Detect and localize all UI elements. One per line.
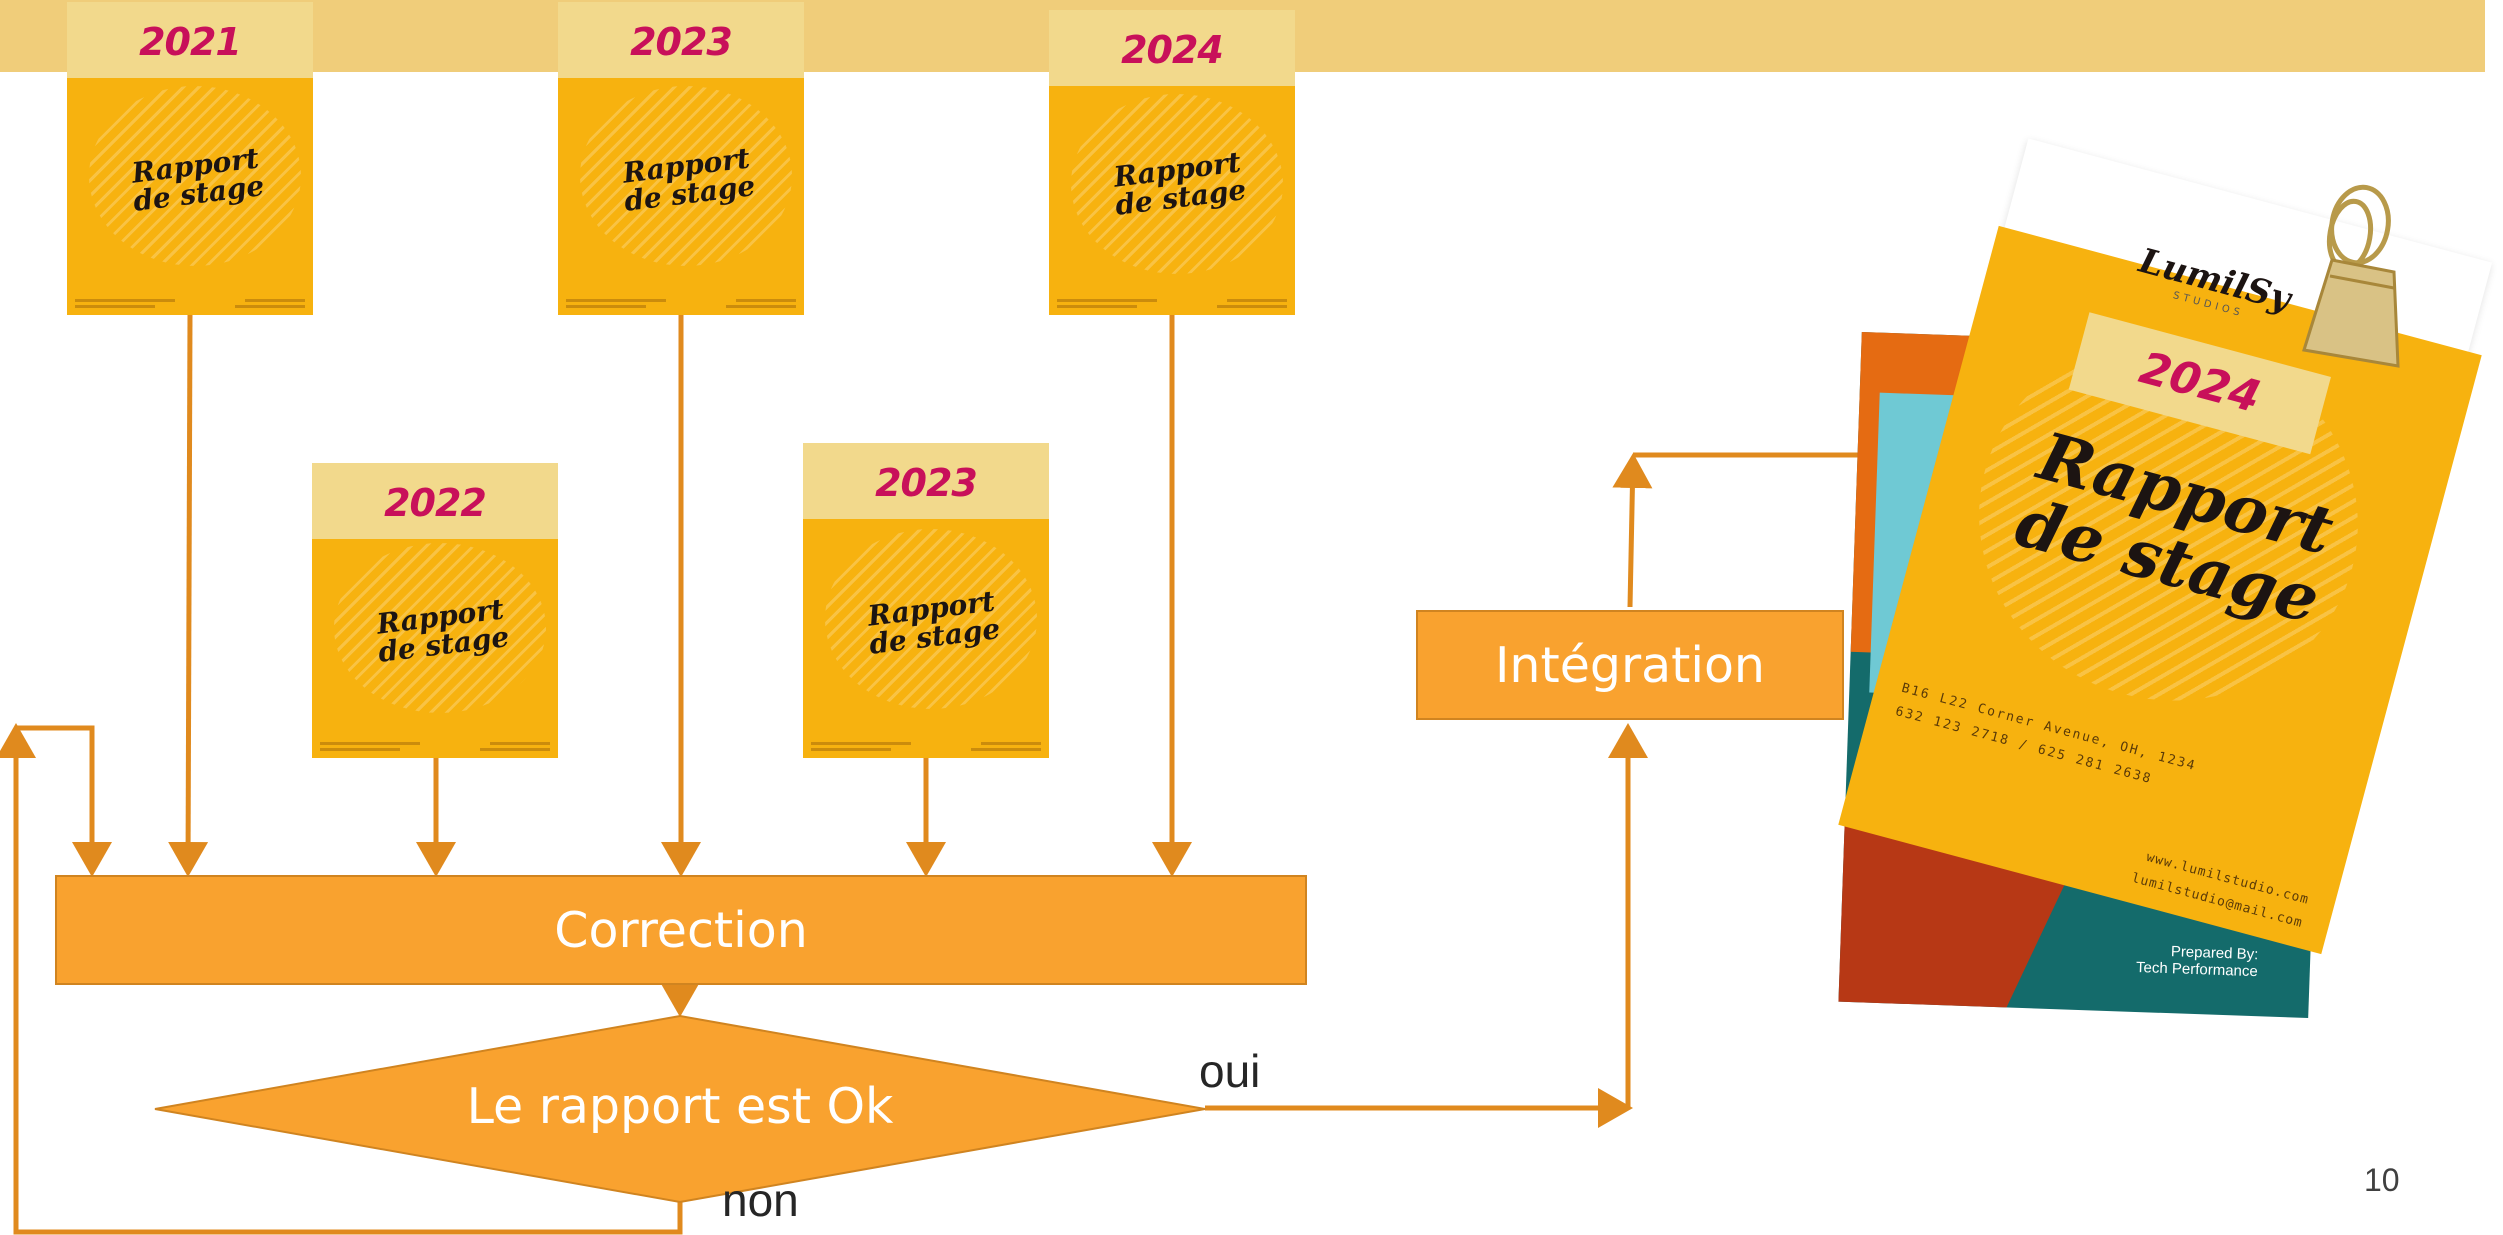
arrow-non-loop xyxy=(0,723,683,1235)
report-year-band xyxy=(1049,10,1295,86)
report-circle-pattern xyxy=(89,86,301,266)
report-thumbnail-2022: 2022 Rapport de stage xyxy=(312,463,558,758)
decision-label: Le rapport est Ok xyxy=(466,1078,894,1135)
report-year-band xyxy=(312,463,558,539)
integration-box: Intégration xyxy=(1416,610,1844,720)
arrow-report-2021 xyxy=(168,313,209,877)
report-footer-lines xyxy=(1057,297,1287,311)
prepared-by: Prepared By: Tech Performance xyxy=(2136,942,2259,980)
correction-box: Correction xyxy=(55,875,1307,985)
binder-clip-icon xyxy=(2302,184,2400,368)
report-year-band xyxy=(558,2,804,78)
integration-label: Intégration xyxy=(1494,636,1765,694)
report-thumbnail-2024: 2024 Rapport de stage xyxy=(1049,10,1295,315)
report-thumbnail-2021: 2021 Rapport de stage xyxy=(67,2,313,315)
arrow-integration-up xyxy=(1612,453,1653,608)
final-report-mockup: Prepared By: Tech Performance 2024 Rappo… xyxy=(1810,138,2493,1040)
report-circle-pattern xyxy=(1071,94,1283,274)
page-number: 10 xyxy=(2364,1162,2400,1198)
yes-label: oui xyxy=(1199,1045,1261,1097)
report-year-band xyxy=(67,2,313,78)
report-year: 2024 xyxy=(1121,28,1224,72)
decision-diamond xyxy=(154,1014,1206,1204)
report-thumbnail-2023-b: 2023 Rapport de stage xyxy=(803,443,1049,758)
no-label: non xyxy=(722,1174,799,1226)
report-year: 2023 xyxy=(875,461,978,505)
arrow-loop-to-correction xyxy=(16,725,112,877)
report-footer-lines xyxy=(320,740,550,754)
report-footer-lines xyxy=(75,297,305,311)
report-footer-lines xyxy=(566,297,796,311)
report-circle-pattern xyxy=(334,543,546,713)
report-circle-pattern xyxy=(825,529,1037,709)
report-circle-pattern xyxy=(580,86,792,266)
correction-label: Correction xyxy=(554,901,808,959)
prepared-name: Tech Performance xyxy=(2135,958,2259,981)
report-thumbnail-2023-a: 2023 Rapport de stage xyxy=(558,2,804,315)
report-year: 2022 xyxy=(384,481,487,525)
report-year-band xyxy=(803,443,1049,519)
report-year: 2021 xyxy=(139,20,242,64)
report-footer-lines xyxy=(811,740,1041,754)
report-year: 2023 xyxy=(630,20,733,64)
